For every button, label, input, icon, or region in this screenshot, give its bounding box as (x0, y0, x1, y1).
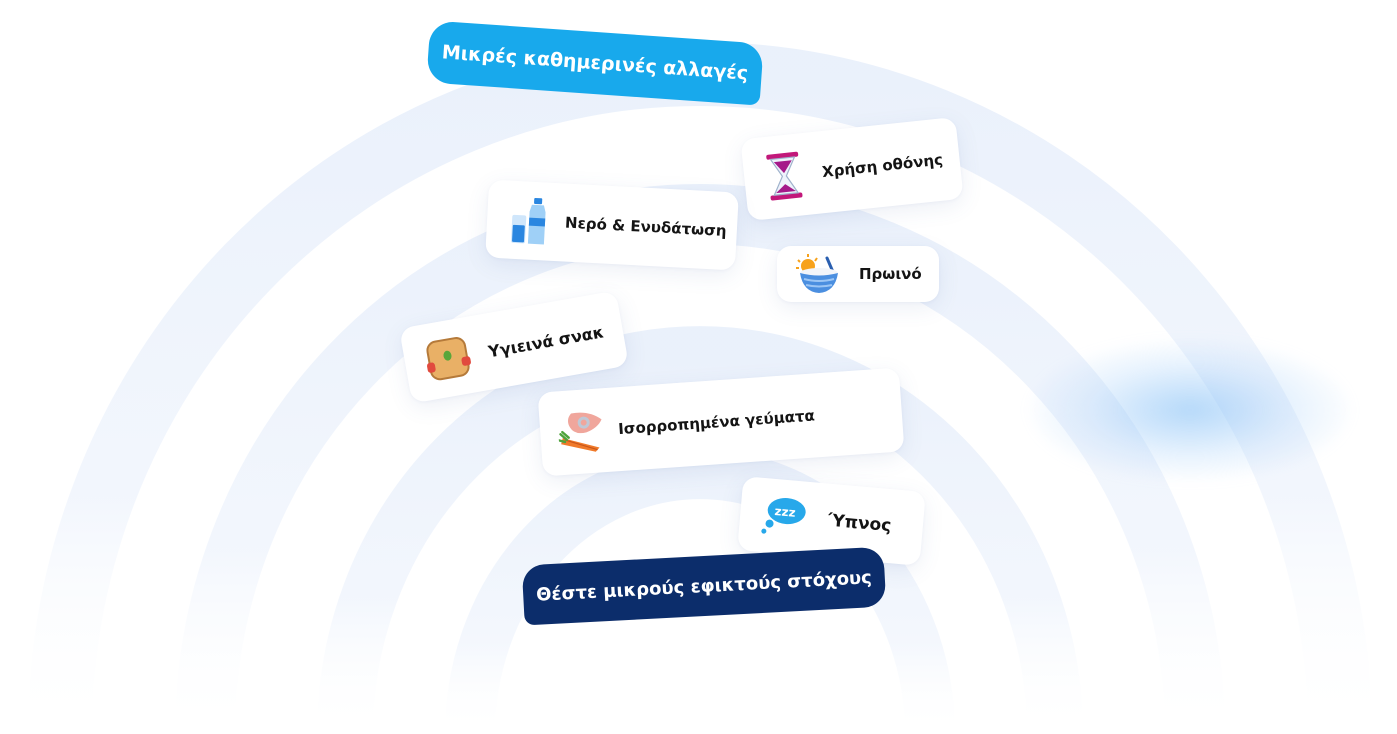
habit-label: Ισορροπημένα γεύματα (617, 406, 816, 439)
background-glow (1030, 340, 1350, 480)
water-bottle-icon (508, 194, 551, 248)
habit-label: Υγιεινά σνακ (486, 321, 606, 361)
svg-text:zzz: zzz (774, 504, 796, 520)
habit-card-snacks: Υγιεινά σνακ (399, 290, 629, 404)
habit-card-meals: Ισορροπημένα γεύματα (537, 367, 905, 477)
sleep-cloud-icon: zzz (760, 493, 808, 541)
hourglass-icon (760, 148, 809, 204)
habit-label: Ύπνος (827, 510, 893, 537)
breakfast-bowl-icon (795, 252, 841, 296)
habit-label: Χρήση οθόνης (821, 150, 944, 182)
habit-label: Πρωινό (859, 265, 922, 283)
sandwich-icon (419, 330, 477, 388)
habit-card-screen-time: Χρήση οθόνης (740, 116, 964, 222)
habit-card-sleep: zzz Ύπνος (737, 476, 926, 566)
headline-text: Μικρές καθημερινές αλλαγές (441, 41, 749, 85)
habit-card-breakfast: Πρωινό (777, 246, 939, 302)
fish-carrot-icon (557, 407, 608, 456)
footer-text: Θέστε μικρούς εφικτούς στόχους (535, 566, 873, 606)
habit-card-water: Νερό & Ενυδάτωση (485, 179, 739, 271)
habit-label: Νερό & Ενυδάτωση (564, 213, 727, 240)
